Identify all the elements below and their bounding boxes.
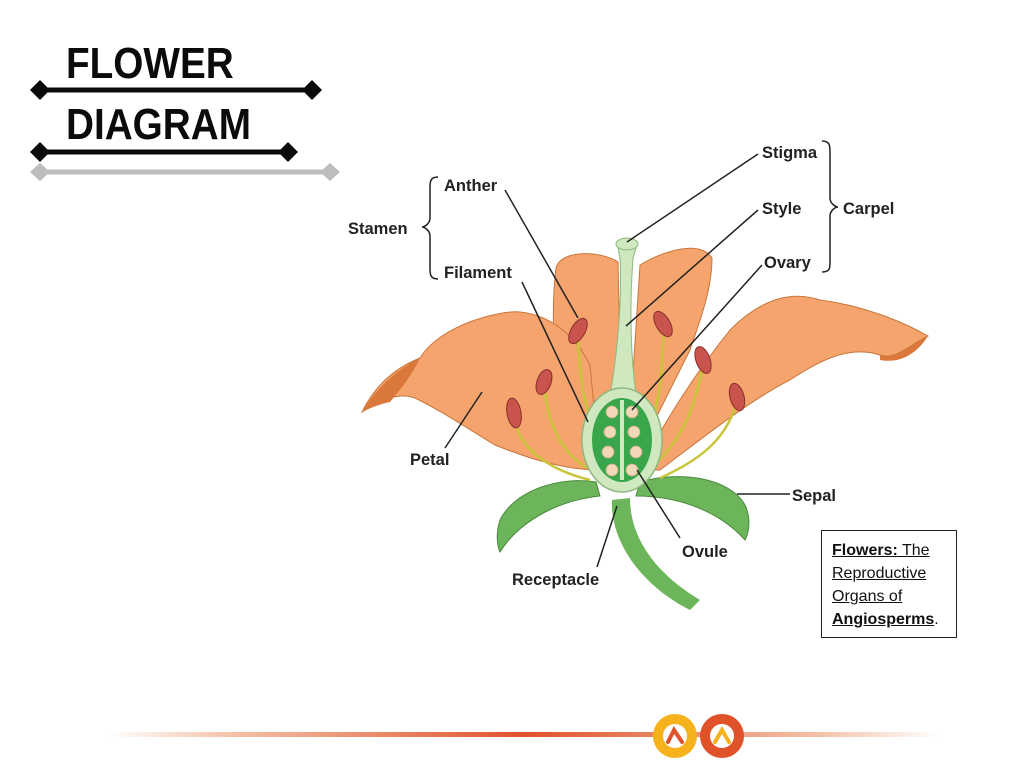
title-line-2: DIAGRAM bbox=[66, 100, 251, 149]
stamen-bracket bbox=[421, 176, 439, 280]
label-ovule: Ovule bbox=[682, 543, 728, 561]
pistil bbox=[581, 237, 663, 493]
carpel-bracket bbox=[821, 140, 839, 273]
anthers bbox=[506, 310, 746, 429]
stem bbox=[611, 498, 700, 610]
label-anther: Anther bbox=[444, 177, 498, 195]
info-text-reproductive: Reproductive bbox=[832, 565, 927, 582]
label-carpel: Carpel bbox=[843, 200, 894, 218]
label-receptacle: Receptacle bbox=[512, 571, 599, 589]
info-period: . bbox=[934, 611, 939, 628]
petals bbox=[360, 247, 930, 471]
info-text-the: The bbox=[897, 542, 930, 559]
label-style: Style bbox=[762, 200, 801, 218]
info-bold-flowers: Flowers: bbox=[832, 542, 898, 559]
label-filament: Filament bbox=[444, 264, 512, 282]
info-bold-angiosperms: Angiosperms bbox=[832, 611, 935, 628]
title-line-1: FLOWER bbox=[66, 39, 234, 88]
label-ovary: Ovary bbox=[764, 254, 812, 272]
title-decoration bbox=[30, 80, 340, 181]
info-box: Flowers: The Reproductive Organs of Angi… bbox=[821, 530, 957, 638]
label-stamen: Stamen bbox=[348, 220, 408, 238]
label-stigma: Stigma bbox=[762, 144, 818, 162]
leader-lines bbox=[444, 153, 790, 568]
sepals bbox=[496, 476, 750, 554]
footer-divider bbox=[110, 732, 940, 737]
label-petal: Petal bbox=[410, 451, 449, 469]
label-sepal: Sepal bbox=[792, 487, 836, 505]
filaments bbox=[513, 329, 738, 482]
info-text-organs-of: Organs of bbox=[832, 588, 903, 605]
infinity-logo-icon bbox=[653, 714, 744, 758]
